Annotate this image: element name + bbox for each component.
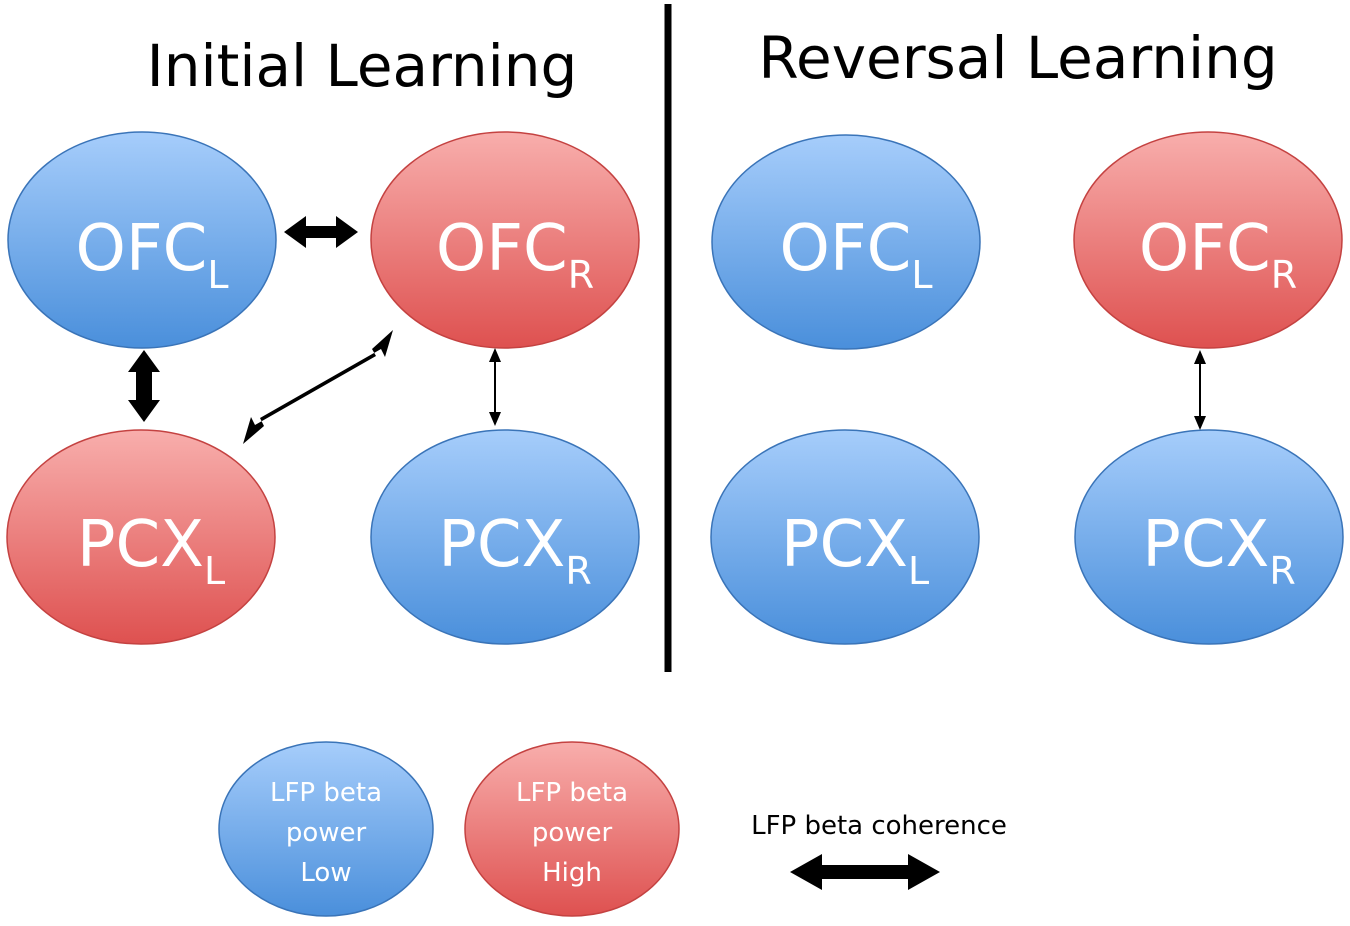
initial-learning-title: Initial Learning — [147, 32, 578, 100]
legend-low-power: LFP beta power Low — [218, 741, 434, 917]
node-initial-pcx-l-label: PCX — [77, 508, 204, 582]
node-reversal-pcx-r: PCXR — [1074, 429, 1344, 645]
node-reversal-pcx-l-subscript: L — [908, 549, 929, 593]
node-initial-ofc-r-subscript: R — [568, 253, 594, 297]
reversal-learning-title: Reversal Learning — [758, 24, 1277, 92]
legend-low-line3: Low — [300, 858, 351, 888]
node-reversal-ofc-r-subscript: R — [1271, 253, 1297, 297]
legend-coherence-label: LFP beta coherence — [751, 811, 1007, 841]
legend-high-power: LFP beta power High — [464, 741, 680, 917]
coherence-arrow-reversal-ofcr-pcxr — [1194, 350, 1206, 430]
svg-text:PCXR: PCXR — [438, 508, 592, 593]
coherence-arrow-initial-ofcr-pcxl — [243, 330, 393, 444]
legend-high-line2: power — [532, 818, 613, 848]
coherence-arrow-initial-ofcr-pcxr — [489, 348, 501, 426]
node-reversal-pcx-r-subscript: R — [1269, 549, 1295, 593]
legend-high-line1: LFP beta — [516, 778, 628, 808]
node-initial-pcx-r: PCXR — [370, 429, 640, 645]
node-reversal-ofc-r: OFCR — [1073, 131, 1343, 349]
svg-text:OFCL: OFCL — [75, 212, 228, 297]
node-reversal-pcx-l-label: PCX — [781, 508, 908, 582]
node-initial-ofc-l: OFCL — [7, 131, 277, 349]
node-reversal-ofc-l-subscript: L — [911, 253, 932, 297]
node-initial-pcx-l: PCXL — [6, 429, 276, 645]
svg-text:OFCL: OFCL — [779, 212, 932, 297]
svg-text:OFCR: OFCR — [436, 212, 594, 297]
node-initial-pcx-l-subscript: L — [204, 549, 225, 593]
svg-text:PCXL: PCXL — [77, 508, 225, 593]
node-initial-pcx-r-subscript: R — [565, 549, 591, 593]
coherence-arrow-initial-ofcl-ofcr — [284, 216, 358, 248]
node-initial-ofc-l-subscript: L — [207, 253, 228, 297]
legend-low-line1: LFP beta — [270, 778, 382, 808]
node-initial-pcx-r-label: PCX — [438, 508, 565, 582]
node-reversal-ofc-l-label: OFC — [779, 212, 911, 286]
node-reversal-ofc-r-label: OFC — [1139, 212, 1271, 286]
coherence-arrow-initial-ofcl-pcxl — [128, 350, 160, 422]
node-initial-ofc-r-label: OFC — [436, 212, 568, 286]
legend-coherence-arrow — [790, 854, 940, 890]
node-initial-ofc-l-label: OFC — [75, 212, 207, 286]
svg-text:PCXL: PCXL — [781, 508, 929, 593]
legend-high-line3: High — [542, 858, 602, 888]
node-reversal-ofc-l: OFCL — [711, 134, 981, 350]
node-reversal-pcx-r-label: PCX — [1142, 508, 1269, 582]
node-initial-ofc-r: OFCR — [370, 131, 640, 349]
node-reversal-pcx-l: PCXL — [710, 429, 980, 645]
legend-low-line2: power — [286, 818, 367, 848]
svg-text:OFCR: OFCR — [1139, 212, 1297, 297]
svg-text:PCXR: PCXR — [1142, 508, 1296, 593]
